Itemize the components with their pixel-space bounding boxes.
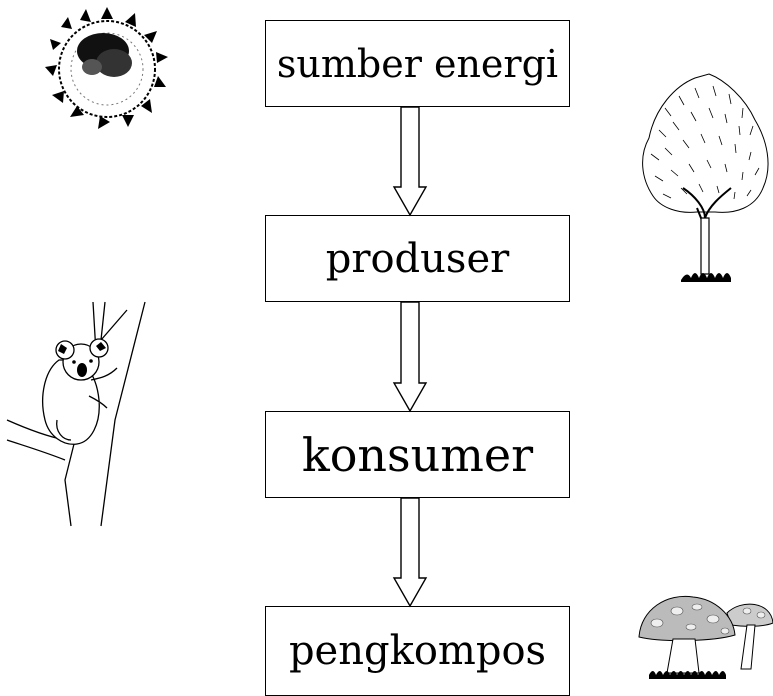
step-decomposer-label: pengkompos	[288, 628, 547, 674]
koala-icon	[6, 301, 146, 527]
mushroom-icon	[638, 595, 773, 679]
tree-icon	[642, 73, 769, 282]
arrow-down-icon	[392, 106, 428, 217]
step-producer-label: produser	[325, 235, 510, 282]
step-energy-source-label: sumber energi	[276, 41, 559, 86]
step-decomposer-box: pengkompos	[265, 606, 570, 696]
arrow-down-icon	[392, 497, 428, 608]
step-producer-box: produser	[265, 215, 570, 302]
step-consumer-label: konsumer	[301, 427, 534, 482]
step-consumer-box: konsumer	[265, 411, 570, 498]
arrow-down-icon	[392, 301, 428, 413]
sun-icon	[45, 7, 168, 129]
step-energy-source-box: sumber energi	[265, 20, 570, 107]
